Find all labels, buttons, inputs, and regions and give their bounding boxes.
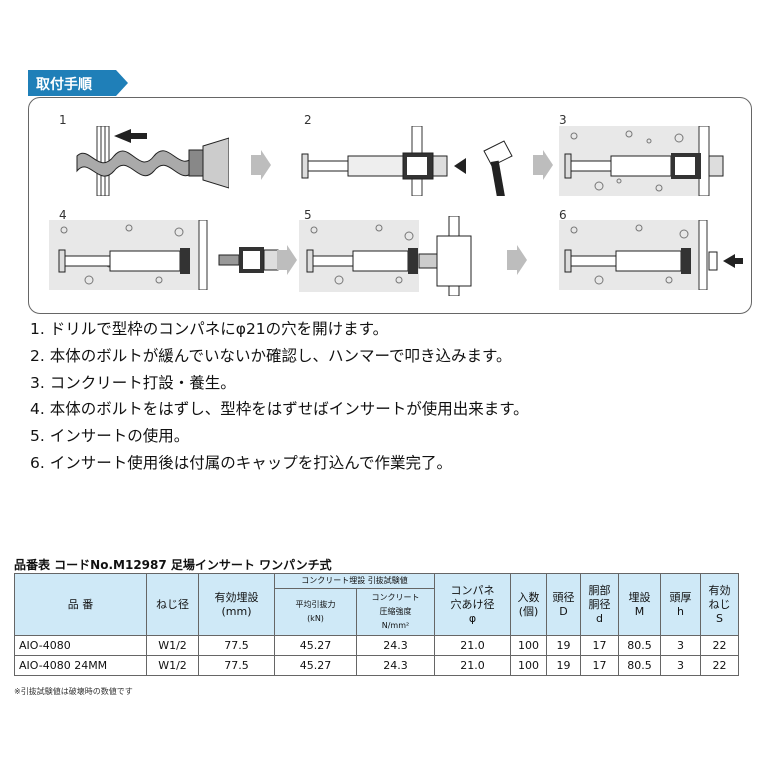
instruction-step-4: 4. 本体のボルトをはずし、型枠をはずせばインサートが使用出来ます。	[30, 400, 529, 419]
step6-cap-illustration	[559, 220, 743, 290]
step1-drill-illustration	[76, 126, 229, 196]
step-number-5: 5	[304, 208, 312, 222]
table-row: AIO-4080 24MM W1/2 77.5 45.27 24.3 21.0 …	[14, 655, 739, 676]
cell-body-d: 17	[580, 635, 619, 656]
table-footnote: ※引抜試験値は破壊時の数値です	[14, 687, 133, 696]
step-number-1: 1	[59, 113, 67, 127]
header-quantity: 入数(個)	[510, 573, 547, 636]
cell-thread: W1/2	[146, 655, 199, 676]
cell-qty: 100	[510, 655, 547, 676]
cell-thread: W1/2	[146, 635, 199, 656]
section-title: 取付手順	[36, 77, 92, 93]
product-spec-table: 品 番 ねじ径 有効埋設(mm) コンクリート埋設 引抜試験値 コンパネ穴あけ径…	[14, 573, 739, 676]
cell-part: AIO-4080 24MM	[14, 655, 147, 676]
cell-body-d: 17	[580, 655, 619, 676]
step-arrow-1	[251, 150, 271, 180]
step5-use-insert-illustration	[299, 216, 472, 296]
cell-embed: 77.5	[198, 655, 275, 676]
table-title: 品番表 コードNo.M12987 足場インサート ワンパンチ式	[14, 558, 332, 572]
step4-remove-bolt-illustration	[49, 220, 279, 290]
header-part-number: 品 番	[14, 573, 147, 636]
cell-eff-s: 22	[700, 635, 739, 656]
instruction-step-1: 1. ドリルで型枠のコンパネにφ21の穴を開けます。	[30, 320, 389, 338]
section-header-tab: 取付手順	[28, 70, 128, 96]
step-arrow-3	[277, 245, 297, 275]
step-number-2: 2	[304, 113, 312, 127]
instruction-step-6: 6. インサート使用後は付属のキャップを打込んで作業完了。	[30, 453, 452, 472]
cell-avg-force: 45.27	[274, 635, 357, 656]
installation-steps-panel: 1 2 3 4 5 6	[28, 97, 752, 314]
cell-head-d: 19	[546, 655, 581, 676]
step-number-4: 4	[59, 208, 67, 222]
cell-eff-s: 22	[700, 655, 739, 676]
header-thread: ねじ径	[146, 573, 199, 636]
step-number-3: 3	[559, 113, 567, 127]
table-row: AIO-4080 W1/2 77.5 45.27 24.3 21.0 100 1…	[14, 635, 739, 656]
instruction-list: 1. ドリルで型枠のコンパネにφ21の穴を開けます。 2. 本体のボルトが緩んで…	[30, 316, 750, 477]
cell-head-h: 3	[660, 635, 701, 656]
cell-strength: 24.3	[356, 655, 435, 676]
step-arrow-2	[533, 150, 553, 180]
cell-head-d: 19	[546, 635, 581, 656]
cell-qty: 100	[510, 635, 547, 656]
instruction-step-3: 3. コンクリート打設・養生。	[30, 373, 236, 392]
step2-hammer-illustration	[301, 126, 513, 196]
header-arrow-shape	[28, 70, 128, 96]
instruction-step-5: 5. インサートの使用。	[30, 427, 190, 446]
step-arrow-4	[507, 245, 527, 275]
cell-embed: 77.5	[198, 635, 275, 656]
cell-part: AIO-4080	[14, 635, 147, 656]
cell-hole: 21.0	[434, 655, 511, 676]
header-avg-pullout: 平均引抜力(kN)	[274, 588, 357, 636]
cell-strength: 24.3	[356, 635, 435, 656]
cell-head-h: 3	[660, 655, 701, 676]
header-pullout-group: コンクリート埋設 引抜試験値	[274, 573, 435, 589]
cell-avg-force: 45.27	[274, 655, 357, 676]
table-header-row-1: 品 番 ねじ径 有効埋設(mm) コンクリート埋設 引抜試験値 コンパネ穴あけ径…	[14, 573, 739, 636]
instruction-step-2: 2. 本体のボルトが緩んでいないか確認し、ハンマーで叩き込みます。	[30, 346, 512, 365]
header-effective-embed: 有効埋設(mm)	[198, 573, 275, 636]
step-number-6: 6	[559, 208, 567, 222]
cell-hole: 21.0	[434, 635, 511, 656]
step3-concrete-illustration	[559, 126, 724, 196]
cell-embed-m: 80.5	[618, 635, 661, 656]
cell-embed-m: 80.5	[618, 655, 661, 676]
